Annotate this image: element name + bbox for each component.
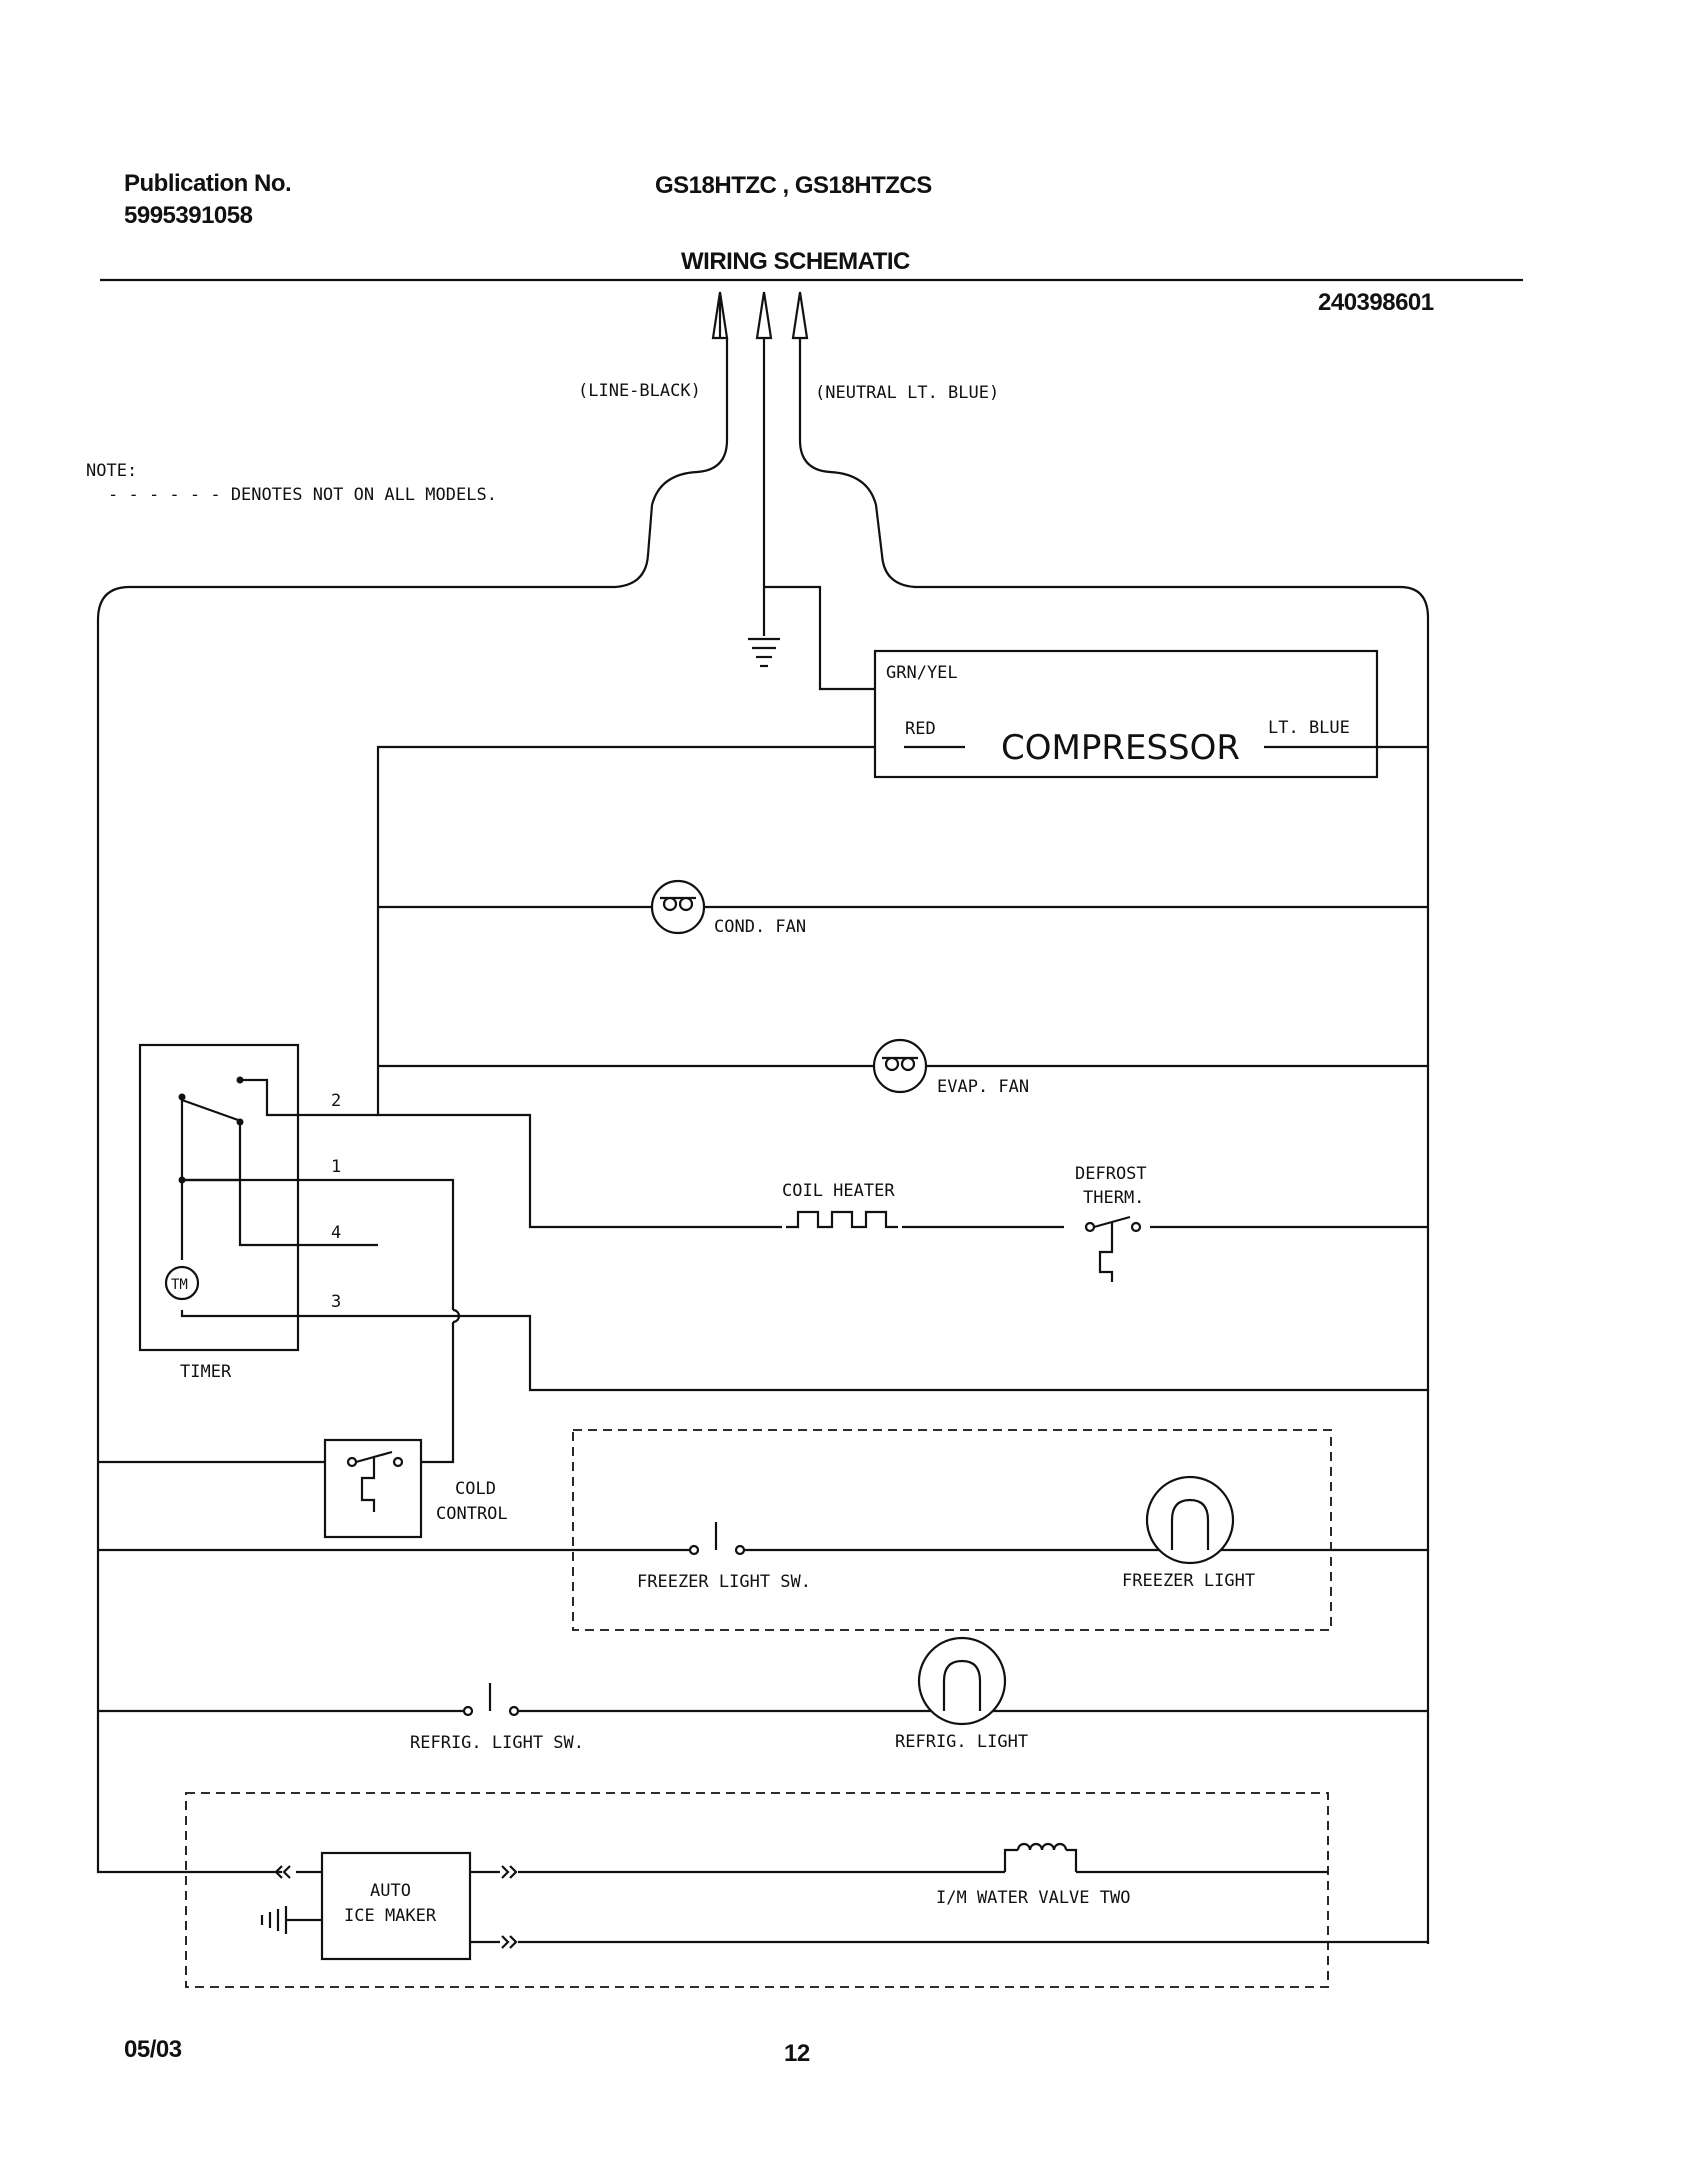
ice-maker-label-2: ICE MAKER [344, 1906, 437, 1926]
connector-left-icon [274, 1865, 291, 1879]
publication-number: 5995391058 [124, 202, 253, 229]
line-black-wire [96, 338, 729, 1462]
line-black-label: (LINE-BLACK) [578, 381, 701, 401]
terminal-4-label: 4 [331, 1223, 341, 1243]
compressor-return-wire [453, 1314, 1428, 1392]
ice-maker-label-1: AUTO [370, 1881, 411, 1901]
defrost-therm-label-2: THERM. [1083, 1188, 1144, 1208]
ground-symbol [748, 338, 780, 668]
refrig-light-switch-label: REFRIG. LIGHT SW. [410, 1733, 584, 1753]
freezer-light-label: FREEZER LIGHT [1122, 1571, 1255, 1591]
compressor-red-label: RED [905, 719, 936, 739]
cold-control-label-2: CONTROL [436, 1504, 508, 1524]
cond-fan-label: COND. FAN [714, 917, 806, 937]
svg-text:TM: TM [171, 1277, 188, 1293]
ice-maker-ground-icon [260, 1906, 322, 1934]
auto-ice-maker-box [320, 1851, 472, 1961]
page-title: WIRING SCHEMATIC [681, 248, 910, 275]
optional-ice-maker-region [185, 1792, 1329, 1988]
water-valve-label: I/M WATER VALVE TWO [936, 1888, 1130, 1908]
line-arrow-icon [711, 291, 729, 340]
timer-label: TIMER [180, 1362, 232, 1382]
line-bus-wire [376, 745, 875, 1110]
cold-control-switch-icon [346, 1450, 404, 1512]
defrost-heater-wire [376, 1110, 782, 1229]
neutral-arrow-icon [791, 291, 809, 340]
defrost-therm-label-1: DEFROST [1075, 1164, 1147, 1184]
supply-arrows [711, 291, 809, 340]
terminal-1-label: 1 [331, 1157, 341, 1177]
neutral-wire [798, 338, 1430, 1944]
optional-freezer-light-region [572, 1429, 1332, 1631]
cold-control-wire [422, 1322, 455, 1464]
connector-right-icon [501, 1865, 518, 1879]
compressor-ltblue-label: LT. BLUE [1268, 718, 1350, 738]
timer-internals [178, 1076, 453, 1318]
neutral-label: (NEUTRAL LT. BLUE) [815, 383, 999, 403]
connector-right-icon-2 [501, 1935, 518, 1949]
footer-date: 05/03 [124, 2036, 182, 2063]
defrost-therm-switch-icon [1084, 1215, 1142, 1282]
cold-control-label-1: COLD [455, 1479, 496, 1499]
refrig-light-bulb-icon [917, 1636, 1007, 1726]
grn-yel-wire [764, 585, 875, 691]
timer-motor-icon: TM [164, 1265, 200, 1301]
page-number: 12 [784, 2040, 810, 2067]
refrig-light-label: REFRIG. LIGHT [895, 1732, 1028, 1752]
cond-fan-motor-icon [650, 879, 706, 935]
freezer-light-switch-icon [688, 1522, 746, 1556]
note-label: NOTE: [86, 461, 137, 481]
freezer-light-switch-label: FREEZER LIGHT SW. [637, 1572, 811, 1592]
freezer-light-bulb-icon [1145, 1475, 1235, 1565]
ground-arrow-icon [755, 291, 773, 340]
refrig-light-switch-icon [462, 1683, 520, 1717]
cold-control-box [323, 1438, 423, 1539]
compressor-box [873, 649, 1379, 779]
terminal-3-label: 3 [331, 1292, 341, 1312]
part-number: 240398601 [1318, 289, 1434, 316]
terminal-2-label: 2 [331, 1091, 341, 1111]
compressor-ground-label: GRN/YEL [886, 663, 958, 683]
note-text: - - - - - - DENOTES NOT ON ALL MODELS. [108, 485, 497, 505]
coil-heater-label: COIL HEATER [782, 1181, 895, 1201]
evap-fan-motor-icon [872, 1038, 928, 1094]
compressor-label: COMPRESSOR [1001, 728, 1240, 768]
timer-box [138, 1043, 300, 1352]
evap-fan-label: EVAP. FAN [937, 1077, 1029, 1097]
publication-label: Publication No. [124, 170, 292, 197]
coil-heater-icon [786, 1210, 898, 1229]
model-numbers: GS18HTZC , GS18HTZCS [655, 172, 932, 199]
water-valve-coil-icon [1003, 1842, 1078, 1872]
